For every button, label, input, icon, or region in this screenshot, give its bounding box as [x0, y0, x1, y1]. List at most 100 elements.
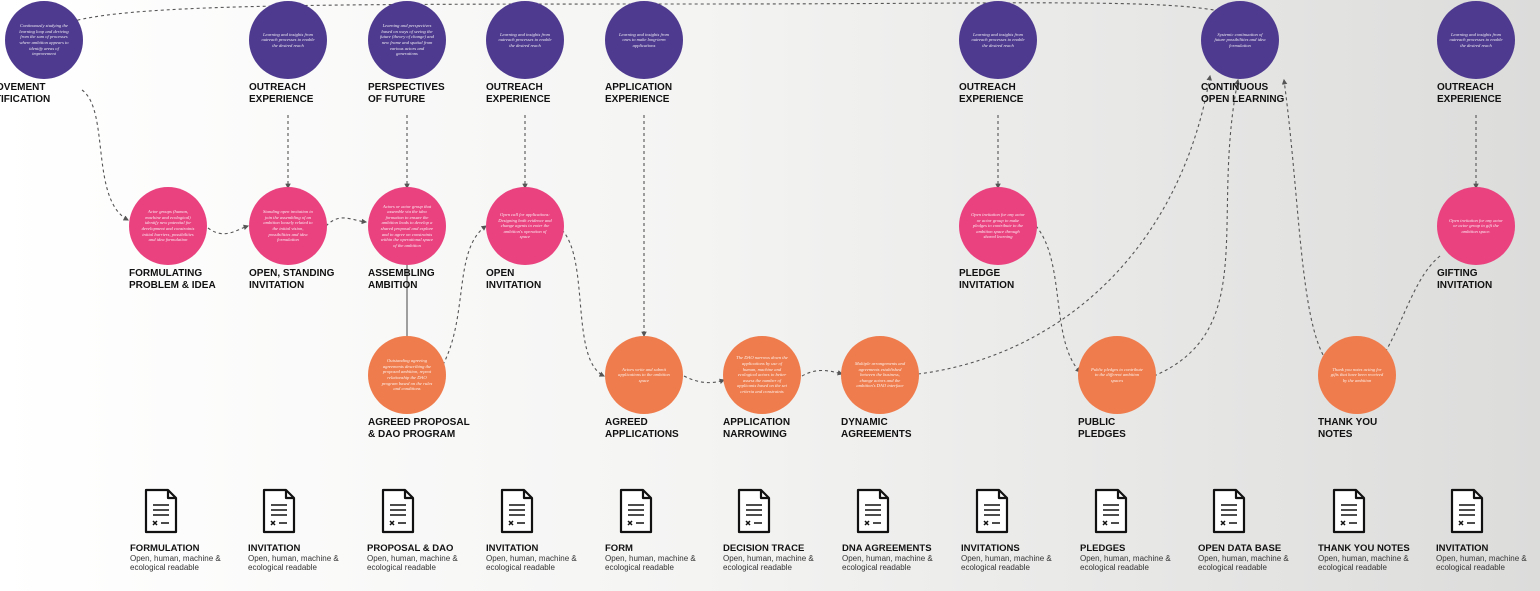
connector-pledge-public [1035, 225, 1081, 373]
node-formulating: Actor groups (human, machine and ecologi… [129, 187, 207, 265]
document-title: INVITATION [1436, 543, 1489, 554]
node-description: The DAO narrows down the applications by… [736, 355, 788, 394]
document-icon [144, 488, 178, 534]
node-description: Learning and insights from outreach proc… [971, 31, 1025, 48]
node-open-invitation: Open call for applications: Designing bo… [486, 187, 564, 265]
node-description: Continuously studying the learning loop … [19, 23, 69, 57]
document-icon [856, 488, 890, 534]
document-icon [1212, 488, 1246, 534]
connector-dynamic-continuous [917, 74, 1212, 375]
node-title: IMPROVEMENT IDENTIFICATION [0, 82, 51, 105]
document-title: PLEDGES [1080, 543, 1126, 554]
connector-open-applications [561, 229, 605, 377]
document-title: DECISION TRACE [723, 543, 805, 554]
document-icon [1450, 488, 1484, 534]
node-title: APPLICATION NARROWING [723, 417, 791, 440]
node-improvement: Continuously studying the learning loop … [5, 1, 83, 79]
node-outreach3: Learning and insights from outreach proc… [959, 1, 1037, 79]
node-title: PLEDGE INVITATION [959, 268, 1015, 291]
document-title: DNA AGREEMENTS [842, 543, 932, 554]
node-description: Open invitation for any actor or actor g… [971, 212, 1025, 240]
document-icon [262, 488, 296, 534]
node-outreach2: Learning and insights from outreach proc… [486, 1, 564, 79]
document-title: FORMULATION [130, 543, 200, 554]
node-title: OUTREACH EXPERIENCE [249, 82, 314, 105]
document-title: INVITATION [486, 543, 539, 554]
document-description: Open, human, machine & ecological readab… [723, 554, 814, 572]
document-icon [737, 488, 771, 534]
node-description: Open call for applications: Designing bo… [498, 212, 552, 240]
node-title: PUBLIC PLEDGES [1078, 417, 1126, 440]
node-title: GIFTING INVITATION [1437, 268, 1493, 291]
document-icon [975, 488, 1009, 534]
node-outreach1: Learning and insights from outreach proc… [249, 1, 327, 79]
document-description: Open, human, machine & ecological readab… [486, 554, 577, 572]
document-description: Open, human, machine & ecological readab… [961, 554, 1052, 572]
document-description: Open, human, machine & ecological readab… [1318, 554, 1409, 572]
node-title: OUTREACH EXPERIENCE [1437, 82, 1502, 105]
document-title: INVITATION [248, 543, 301, 554]
node-assembling: Actors or actor group that assemble via … [368, 187, 446, 265]
node-title: OPEN INVITATION [486, 268, 542, 291]
node-description: Learning and insights from outreach proc… [498, 31, 552, 48]
node-description: Systemic continuation of future possibil… [1214, 31, 1266, 48]
document-description: Open, human, machine & ecological readab… [248, 554, 339, 572]
document-description: Open, human, machine & ecological readab… [842, 554, 933, 572]
connector-narrowing-dynamic [801, 369, 844, 377]
node-description: Learning and insights from outreach proc… [261, 31, 315, 48]
node-pledge-invitation: Open invitation for any actor or actor g… [959, 187, 1037, 265]
document-description: Open, human, machine & ecological readab… [1080, 554, 1171, 572]
connector-applications-narrowing [683, 375, 726, 384]
connector-proposal-open [439, 225, 487, 371]
document-title: OPEN DATA BASE [1198, 543, 1282, 554]
document-icon [381, 488, 415, 534]
node-continuous: Systemic continuation of future possibil… [1201, 1, 1279, 79]
document-description: Open, human, machine & ecological readab… [1198, 554, 1289, 572]
node-title: OUTREACH EXPERIENCE [959, 82, 1024, 105]
node-title: OPEN, STANDING INVITATION [249, 268, 335, 291]
node-description: Learning and insights from outreach proc… [1449, 31, 1503, 48]
node-gifting-invitation: Open invitation for any actor or actor g… [1437, 187, 1515, 265]
connector-formulating-open [207, 224, 250, 235]
document-icon [1094, 488, 1128, 534]
connector-open-assembling [325, 217, 368, 227]
node-description: Open invitation for any actor or actor g… [1449, 217, 1503, 234]
document-description: Open, human, machine & ecological readab… [605, 554, 696, 572]
document-icon [500, 488, 534, 534]
node-description: Actors or actor group that assemble via … [380, 203, 434, 248]
node-agreed-applications: Actors write and submit applications to … [605, 336, 683, 414]
node-thank-you: Thank you notes acting for gifts that ha… [1318, 336, 1396, 414]
node-description: Standing open invitation to join the ass… [263, 209, 313, 243]
document-description: Open, human, machine & ecological readab… [1436, 554, 1527, 572]
node-description: Multiple arrangements and agreements est… [854, 361, 906, 389]
node-open-standing: Standing open invitation to join the ass… [249, 187, 327, 265]
document-description: Open, human, machine & ecological readab… [367, 554, 458, 572]
node-description: Actor groups (human, machine and ecologi… [141, 209, 195, 243]
node-title: AGREED PROPOSAL & DAO PROGRAM [368, 417, 470, 440]
node-title: PERSPECTIVES OF FUTURE [368, 82, 445, 105]
connector-public-continuous [1153, 78, 1240, 377]
node-title: APPLICATION EXPERIENCE [605, 82, 673, 105]
node-application-narrowing: The DAO narrows down the applications by… [723, 336, 801, 414]
node-title: FORMULATING PROBLEM & IDEA [129, 268, 216, 291]
node-agreed-proposal: Outstanding agreeing agreements describi… [368, 336, 446, 414]
node-outreach4: Learning and insights from outreach proc… [1437, 1, 1515, 79]
node-description: Actors write and submit applications to … [618, 366, 670, 383]
node-application-exp: Learning and insights from ones to make … [605, 1, 683, 79]
node-title: ASSEMBLING AMBITION [368, 268, 435, 291]
node-description: Public pledges to contribute to the diff… [1091, 366, 1143, 383]
document-title: THANK YOU NOTES [1318, 543, 1410, 554]
document-description: Open, human, machine & ecological readab… [130, 554, 221, 572]
